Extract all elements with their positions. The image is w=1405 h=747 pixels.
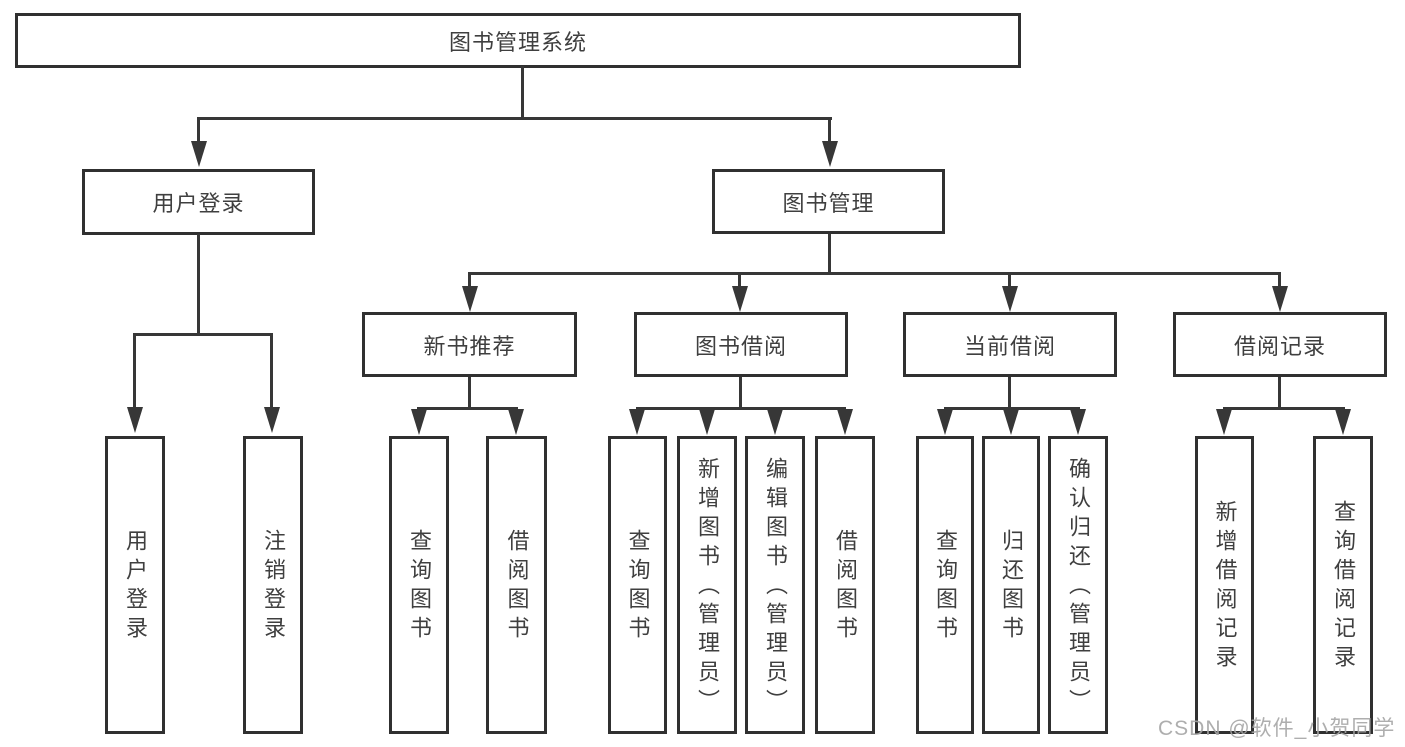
connector-line [1223,407,1345,410]
node-cb-query-books: 查询图书 [916,436,974,734]
connector-line [739,377,742,409]
node-br-query-record: 查询借阅记录 [1313,436,1373,734]
node-cb-return-books: 归还图书 [982,436,1040,734]
connector-line [1278,272,1281,288]
connector-line [197,117,832,120]
node-bb-edit-books-admin: 编辑图书（管理员） [745,436,805,734]
connector-line [469,272,1281,275]
arrow-down-icon [1272,286,1288,312]
arrow-down-icon [508,409,524,435]
node-bb-add-books-admin: 新增图书（管理员） [677,436,737,734]
connector-line [1008,377,1011,409]
connector-line [133,333,136,409]
arrow-down-icon [732,286,748,312]
csdn-watermark: CSDN @软件_小贺同学 [1158,717,1396,740]
connector-line [133,333,273,336]
arrow-down-icon [264,407,280,433]
arrow-down-icon [1335,409,1351,435]
connector-line [738,272,741,288]
connector-line [417,407,518,410]
node-user-login-leaf: 用户登录 [105,436,165,734]
node-bb-borrow-books: 借阅图书 [815,436,875,734]
node-borrow-records: 借阅记录 [1173,312,1387,377]
arrow-down-icon [699,409,715,435]
arrow-down-icon [1003,409,1019,435]
connector-line [468,272,471,288]
connector-line [270,333,273,409]
node-book-management: 图书管理 [712,169,945,234]
node-logout: 注销登录 [243,436,303,734]
node-br-add-record: 新增借阅记录 [1195,436,1254,734]
arrow-down-icon [1070,409,1086,435]
node-current-borrow: 当前借阅 [903,312,1117,377]
arrow-down-icon [937,409,953,435]
arrow-down-icon [822,141,838,167]
arrow-down-icon [1216,409,1232,435]
arrow-down-icon [462,286,478,312]
node-book-borrow: 图书借阅 [634,312,848,377]
node-new-book-recommend: 新书推荐 [362,312,577,377]
arrow-down-icon [629,409,645,435]
node-nb-query-books: 查询图书 [389,436,449,734]
node-bb-query-books: 查询图书 [608,436,667,734]
arrow-down-icon [767,409,783,435]
connector-line [1008,272,1011,288]
connector-line [1278,377,1281,409]
connector-line [468,377,471,409]
connector-line [197,234,200,335]
connector-line [828,117,831,145]
connector-line [944,407,1080,410]
arrow-down-icon [1002,286,1018,312]
connector-line [521,66,524,119]
node-cb-confirm-return-admin: 确认归还（管理员） [1048,436,1108,734]
arrow-down-icon [837,409,853,435]
arrow-down-icon [191,141,207,167]
connector-line [197,117,200,145]
connector-line [636,407,846,410]
arrow-down-icon [411,409,427,435]
arrow-down-icon [127,407,143,433]
node-library-system: 图书管理系统 [15,13,1021,68]
node-nb-borrow-books: 借阅图书 [486,436,547,734]
connector-line [828,234,831,274]
node-user-login: 用户登录 [82,169,315,235]
